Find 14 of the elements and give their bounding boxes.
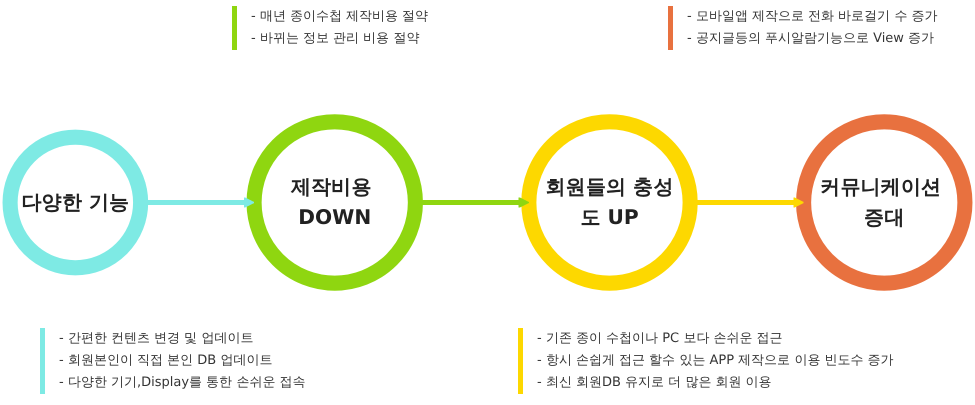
note-text: - 매년 종이수첩 제작비용 절약	[251, 8, 428, 26]
note-text: - 모바일앱 제작으로 전화 바로걸기 수 증가	[687, 8, 938, 26]
node-circle: 커뮤니케이션 증대	[796, 114, 972, 291]
note-text: - 회원본인이 직접 본인 DB 업데이트	[59, 352, 274, 370]
note-text: - 최신 회원DB 유지로 더 많은 회원 이용	[537, 374, 773, 392]
node-circle: 제작비용 DOWN	[246, 114, 423, 291]
note-text: - 항시 손쉽게 접근 할수 있는 APP 제작으로 이용 빈도수 증가	[537, 352, 894, 370]
node-circle: 다양한 기능	[2, 130, 148, 276]
node-circle: 회원들의 충성도 UP	[521, 114, 698, 291]
note-text: - 공지글등의 푸시알람기능으로 View 증가	[687, 30, 936, 48]
note-text: - 간편한 컨텐츠 변경 및 업데이트	[59, 330, 254, 348]
note-text: - 기존 종이 수첩이나 PC 보다 손쉬운 접근	[537, 330, 784, 348]
note-text: - 바뀌는 정보 관리 비용 절약	[251, 30, 420, 48]
note-text: - 다양한 기기,Display를 통한 손쉬운 접속	[59, 374, 306, 392]
